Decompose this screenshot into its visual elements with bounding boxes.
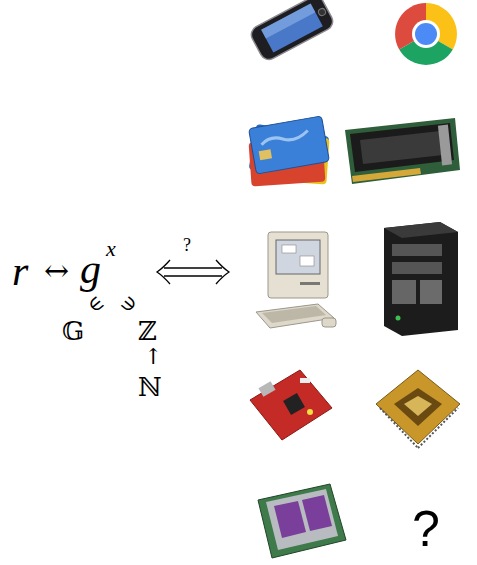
set-symbol: 𝔾 — [62, 318, 84, 344]
set-symbol: ℤ — [138, 318, 157, 344]
phone-icon — [248, 0, 336, 63]
question-mark: ? — [412, 504, 440, 554]
dual-core-processor — [258, 484, 346, 558]
arrow-symbol: ↑ — [144, 346, 162, 368]
arrow-symbol: ↔ — [44, 256, 69, 286]
credit-cards — [249, 116, 330, 187]
server-tower — [384, 222, 458, 336]
browser-logo — [395, 3, 457, 65]
dev-board — [250, 370, 332, 440]
membership-symbol: ∋ — [117, 292, 141, 317]
variable: g — [80, 248, 101, 290]
variable: r — [12, 250, 28, 292]
chip-icon — [376, 370, 460, 448]
graphics-card — [345, 118, 460, 184]
exponent: x — [106, 238, 116, 260]
membership-symbol: ∈ — [83, 292, 107, 317]
desktop-computer — [256, 232, 336, 328]
set-symbol: ℕ — [138, 374, 162, 400]
question-mark: ? — [183, 236, 191, 254]
double-arrow — [157, 260, 229, 284]
